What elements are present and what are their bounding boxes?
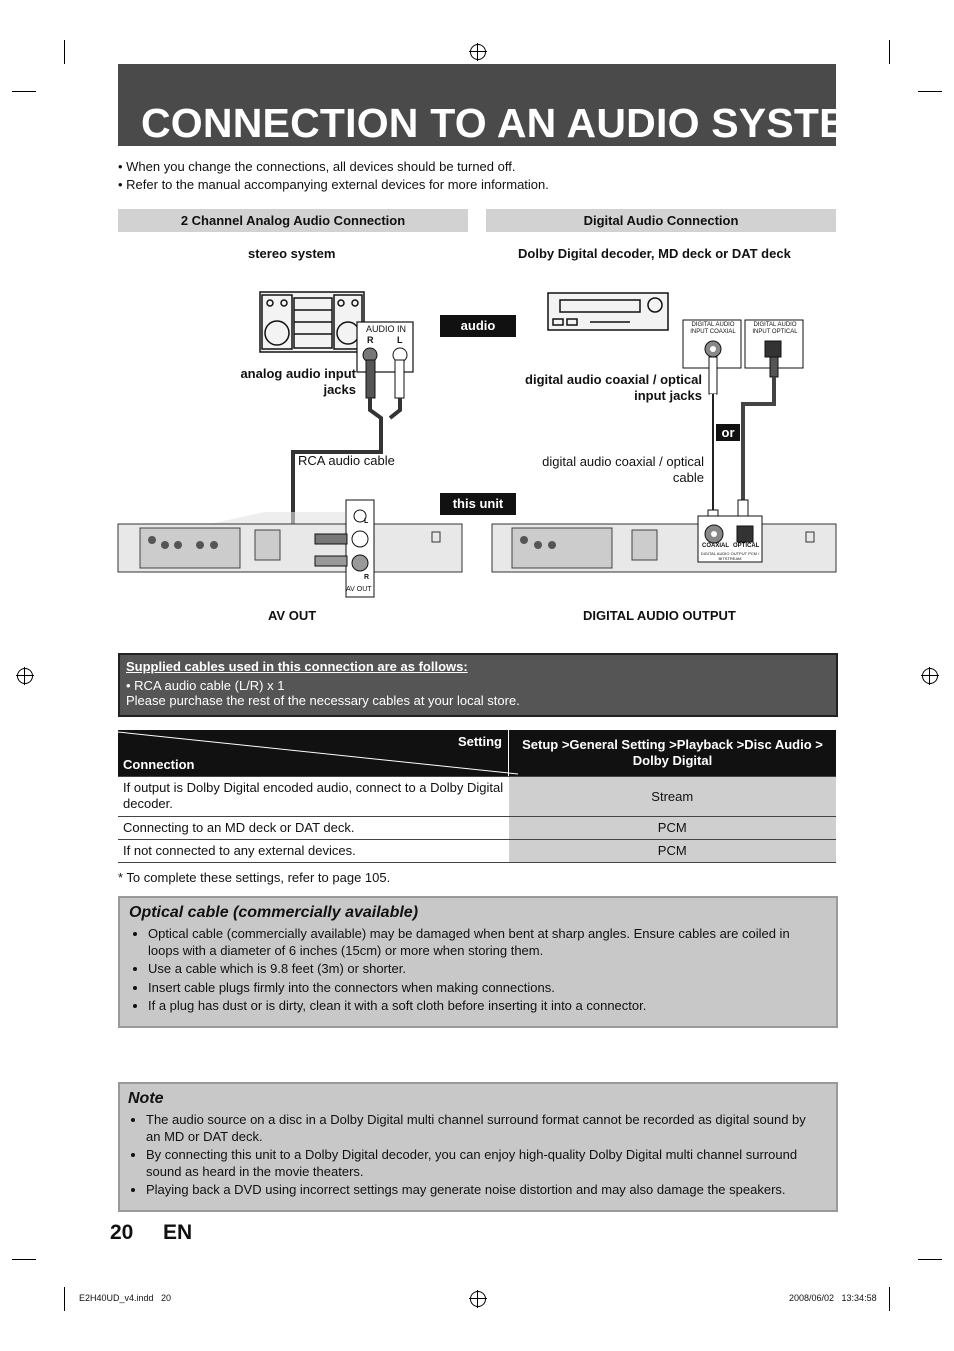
settings-table: Setting Connection Setup >General Settin… xyxy=(118,730,836,863)
registration-mark-icon xyxy=(469,1290,487,1308)
intro-line: • Refer to the manual accompanying exter… xyxy=(118,177,549,192)
list-item: The audio source on a disc in a Dolby Di… xyxy=(146,1112,818,1145)
unit-rear-panel-right xyxy=(491,515,837,573)
optical-cable-box: Optical cable (commercially available) O… xyxy=(118,896,838,1028)
digital-input-optical-label: DIGITAL AUDIO INPUT OPTICAL xyxy=(752,322,798,335)
list-item: By connecting this unit to a Dolby Digit… xyxy=(146,1147,818,1180)
digital-input-jack-panel xyxy=(682,319,804,395)
unit-rear-panel-left xyxy=(117,499,463,598)
table-footnote: * To complete these settings, refer to p… xyxy=(118,870,391,885)
l-label: L xyxy=(397,335,403,345)
crop-mark xyxy=(918,1259,942,1260)
r-jack-label: R xyxy=(364,574,370,581)
crop-mark xyxy=(12,1259,36,1260)
table-cell-connection: If output is Dolby Digital encoded audio… xyxy=(118,776,509,817)
l-jack-label: L xyxy=(364,518,369,525)
supplied-cables-note: Please purchase the rest of the necessar… xyxy=(126,693,520,708)
crop-mark xyxy=(889,40,890,64)
registration-mark-icon xyxy=(16,667,34,685)
rca-cable-label: RCA audio cable xyxy=(298,453,395,468)
list-item: Insert cable plugs firmly into the conne… xyxy=(148,980,818,997)
table-cell-value: PCM xyxy=(508,839,836,863)
language-code: EN xyxy=(163,1221,193,1244)
table-row: Connecting to an MD deck or DAT deck. PC… xyxy=(118,816,836,840)
dolby-decoder-icon xyxy=(547,292,669,331)
av-out-label: AV OUT xyxy=(268,608,317,623)
optical-box-title: Optical cable (commercially available) xyxy=(129,904,419,921)
column-header: Setup >General Setting >Playback >Disc A… xyxy=(508,730,836,777)
setting-header: Setting xyxy=(457,734,502,749)
table-row: If output is Dolby Digital encoded audio… xyxy=(118,776,836,817)
intro-line: • When you change the connections, all d… xyxy=(118,159,516,174)
crop-mark xyxy=(889,1287,890,1311)
section-header-digital: Digital Audio Connection xyxy=(486,209,836,232)
table-cell-connection: If not connected to any external devices… xyxy=(118,839,509,863)
optical-label: OPTICAL xyxy=(733,543,760,549)
digital-audio-output-label: DIGITAL AUDIO OUTPUT xyxy=(583,608,736,623)
digital-cable-label: digital audio coaxial / optical cable xyxy=(542,454,704,485)
audio-in-label: AUDIO IN xyxy=(366,324,407,334)
connection-diagram xyxy=(117,291,837,598)
footer-file: E2H40UD_v4.indd 20 xyxy=(79,1293,172,1303)
digital-input-coaxial-label: DIGITAL AUDIO INPUT COAXIAL xyxy=(690,322,736,335)
footer-timestamp: 2008/06/02 13:34:58 xyxy=(789,1293,877,1303)
crop-mark xyxy=(918,91,942,92)
table-cell-value: PCM xyxy=(508,816,836,840)
audio-in-jack-panel xyxy=(356,321,414,399)
table-header-corner: Setting Connection xyxy=(118,730,518,777)
crop-mark xyxy=(12,91,36,92)
analog-jacks-label: analog audio input jacks xyxy=(240,366,356,397)
stereo-system-label: stereo system xyxy=(248,246,336,261)
digital-jacks-label: digital audio coaxial / optical input ja… xyxy=(525,372,702,403)
connection-header: Connection xyxy=(123,756,195,772)
registration-mark-icon xyxy=(469,43,487,61)
list-item: Optical cable (commercially available) m… xyxy=(148,926,818,959)
crop-mark xyxy=(64,1287,65,1311)
section-header-analog: 2 Channel Analog Audio Connection xyxy=(118,209,468,232)
registration-mark-icon xyxy=(921,667,939,685)
r-label: R xyxy=(367,335,374,345)
page-number: 20 xyxy=(110,1221,134,1244)
note-box: Note The audio source on a disc in a Dol… xyxy=(118,1082,838,1212)
this-unit-badge: this unit xyxy=(440,493,516,515)
supplied-cables-item: • RCA audio cable (L/R) x 1 xyxy=(126,678,285,693)
crop-mark xyxy=(64,40,65,64)
table-row: If not connected to any external devices… xyxy=(118,839,836,863)
list-item: Playing back a DVD using incorrect setti… xyxy=(146,1182,818,1199)
list-item: Use a cable which is 9.8 feet (3m) or sh… xyxy=(148,961,818,978)
coaxial-label: COAXIAL xyxy=(702,543,729,549)
dolby-devices-label: Dolby Digital decoder, MD deck or DAT de… xyxy=(518,246,791,261)
table-cell-value: Stream xyxy=(508,776,836,817)
note-title: Note xyxy=(128,1090,164,1107)
list-item: If a plug has dust or is dirty, clean it… xyxy=(148,998,818,1015)
table-cell-connection: Connecting to an MD deck or DAT deck. xyxy=(118,816,509,840)
supplied-cables-heading: Supplied cables used in this connection … xyxy=(126,659,468,674)
digital-output-jack-label: DIGITAL AUDIO OUTPUT PCM / BITSTREAM xyxy=(700,551,760,561)
supplied-cables-box: Supplied cables used in this connection … xyxy=(118,653,838,717)
stereo-system-icon xyxy=(259,291,365,353)
audio-badge: audio xyxy=(440,315,516,337)
title-bar xyxy=(118,64,836,146)
page-title: CONNECTION TO AN AUDIO SYSTEM xyxy=(141,100,882,146)
or-badge: or xyxy=(716,424,740,441)
av-out-jack-label: AV OUT xyxy=(346,586,372,593)
